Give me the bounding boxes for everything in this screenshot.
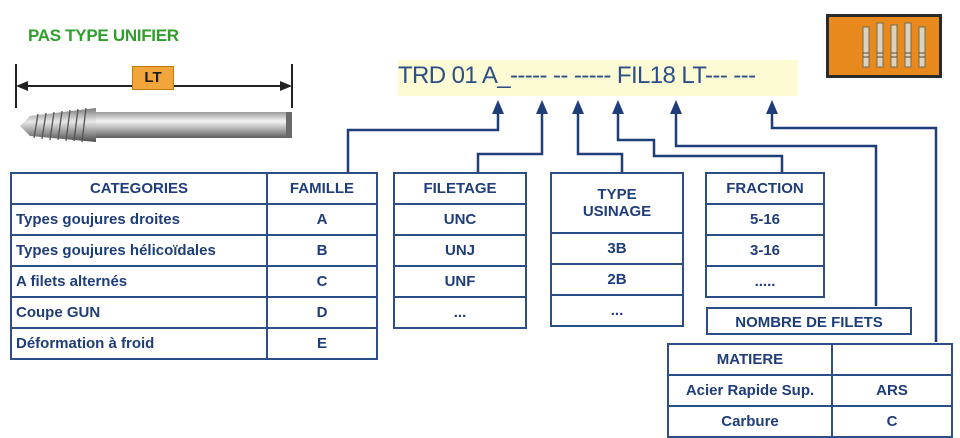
table-row: 2B xyxy=(551,264,683,295)
type-value: 2B xyxy=(551,264,683,295)
famille-code: A xyxy=(267,204,377,235)
table-row: ... xyxy=(551,295,683,326)
category-name: Types goujures hélicoïdales xyxy=(11,235,267,266)
famille-code: C xyxy=(267,266,377,297)
category-name: Déformation à froid xyxy=(11,328,267,359)
matiere-code: ARS xyxy=(832,375,952,406)
table-row: ... xyxy=(394,297,526,328)
table-row: A filets alternés C xyxy=(11,266,377,297)
filetage-header: FILETAGE xyxy=(394,173,526,204)
category-name: Coupe GUN xyxy=(11,297,267,328)
table-row: 5-16 xyxy=(706,204,824,235)
famille-code: E xyxy=(267,328,377,359)
filetage-value: ... xyxy=(394,297,526,328)
categories-header: CATEGORIES xyxy=(11,173,267,204)
category-name: A filets alternés xyxy=(11,266,267,297)
matiere-name: Acier Rapide Sup. xyxy=(668,375,832,406)
filetage-value: UNC xyxy=(394,204,526,235)
table-row: UNF xyxy=(394,266,526,297)
table-row: 3B xyxy=(551,233,683,264)
matiere-table: MATIERE Acier Rapide Sup. ARS Carbure C xyxy=(667,343,953,438)
famille-code: D xyxy=(267,297,377,328)
categories-table: CATEGORIES FAMILLE Types goujures droite… xyxy=(10,172,378,360)
matiere-code: C xyxy=(832,406,952,437)
table-row: UNJ xyxy=(394,235,526,266)
matiere-header: MATIERE xyxy=(668,344,832,375)
fraction-header: FRACTION xyxy=(706,173,824,204)
type-value: 3B xyxy=(551,233,683,264)
table-row: UNC xyxy=(394,204,526,235)
table-row: Carbure C xyxy=(668,406,952,437)
fraction-value: 5-16 xyxy=(706,204,824,235)
filetage-value: UNJ xyxy=(394,235,526,266)
table-row: Coupe GUN D xyxy=(11,297,377,328)
type-header-line2: USINAGE xyxy=(556,203,678,220)
filetage-value: UNF xyxy=(394,266,526,297)
type-usinage-table: TYPE USINAGE 3B 2B ... xyxy=(550,172,684,327)
filetage-table: FILETAGE UNC UNJ UNF ... xyxy=(393,172,527,329)
famille-header: FAMILLE xyxy=(267,173,377,204)
table-row: ..... xyxy=(706,266,824,297)
matiere-code-header xyxy=(832,344,952,375)
table-row: Types goujures hélicoïdales B xyxy=(11,235,377,266)
fraction-value: 3-16 xyxy=(706,235,824,266)
table-row: Déformation à froid E xyxy=(11,328,377,359)
nombre-filets-label: NOMBRE DE FILETS xyxy=(706,307,912,335)
fraction-table: FRACTION 5-16 3-16 ..... xyxy=(705,172,825,298)
fraction-value: ..... xyxy=(706,266,824,297)
table-row: Types goujures droites A xyxy=(11,204,377,235)
matiere-name: Carbure xyxy=(668,406,832,437)
category-name: Types goujures droites xyxy=(11,204,267,235)
type-usinage-header: TYPE USINAGE xyxy=(551,173,683,233)
famille-code: B xyxy=(267,235,377,266)
table-row: Acier Rapide Sup. ARS xyxy=(668,375,952,406)
type-header-line1: TYPE xyxy=(556,186,678,203)
table-row: 3-16 xyxy=(706,235,824,266)
type-value: ... xyxy=(551,295,683,326)
